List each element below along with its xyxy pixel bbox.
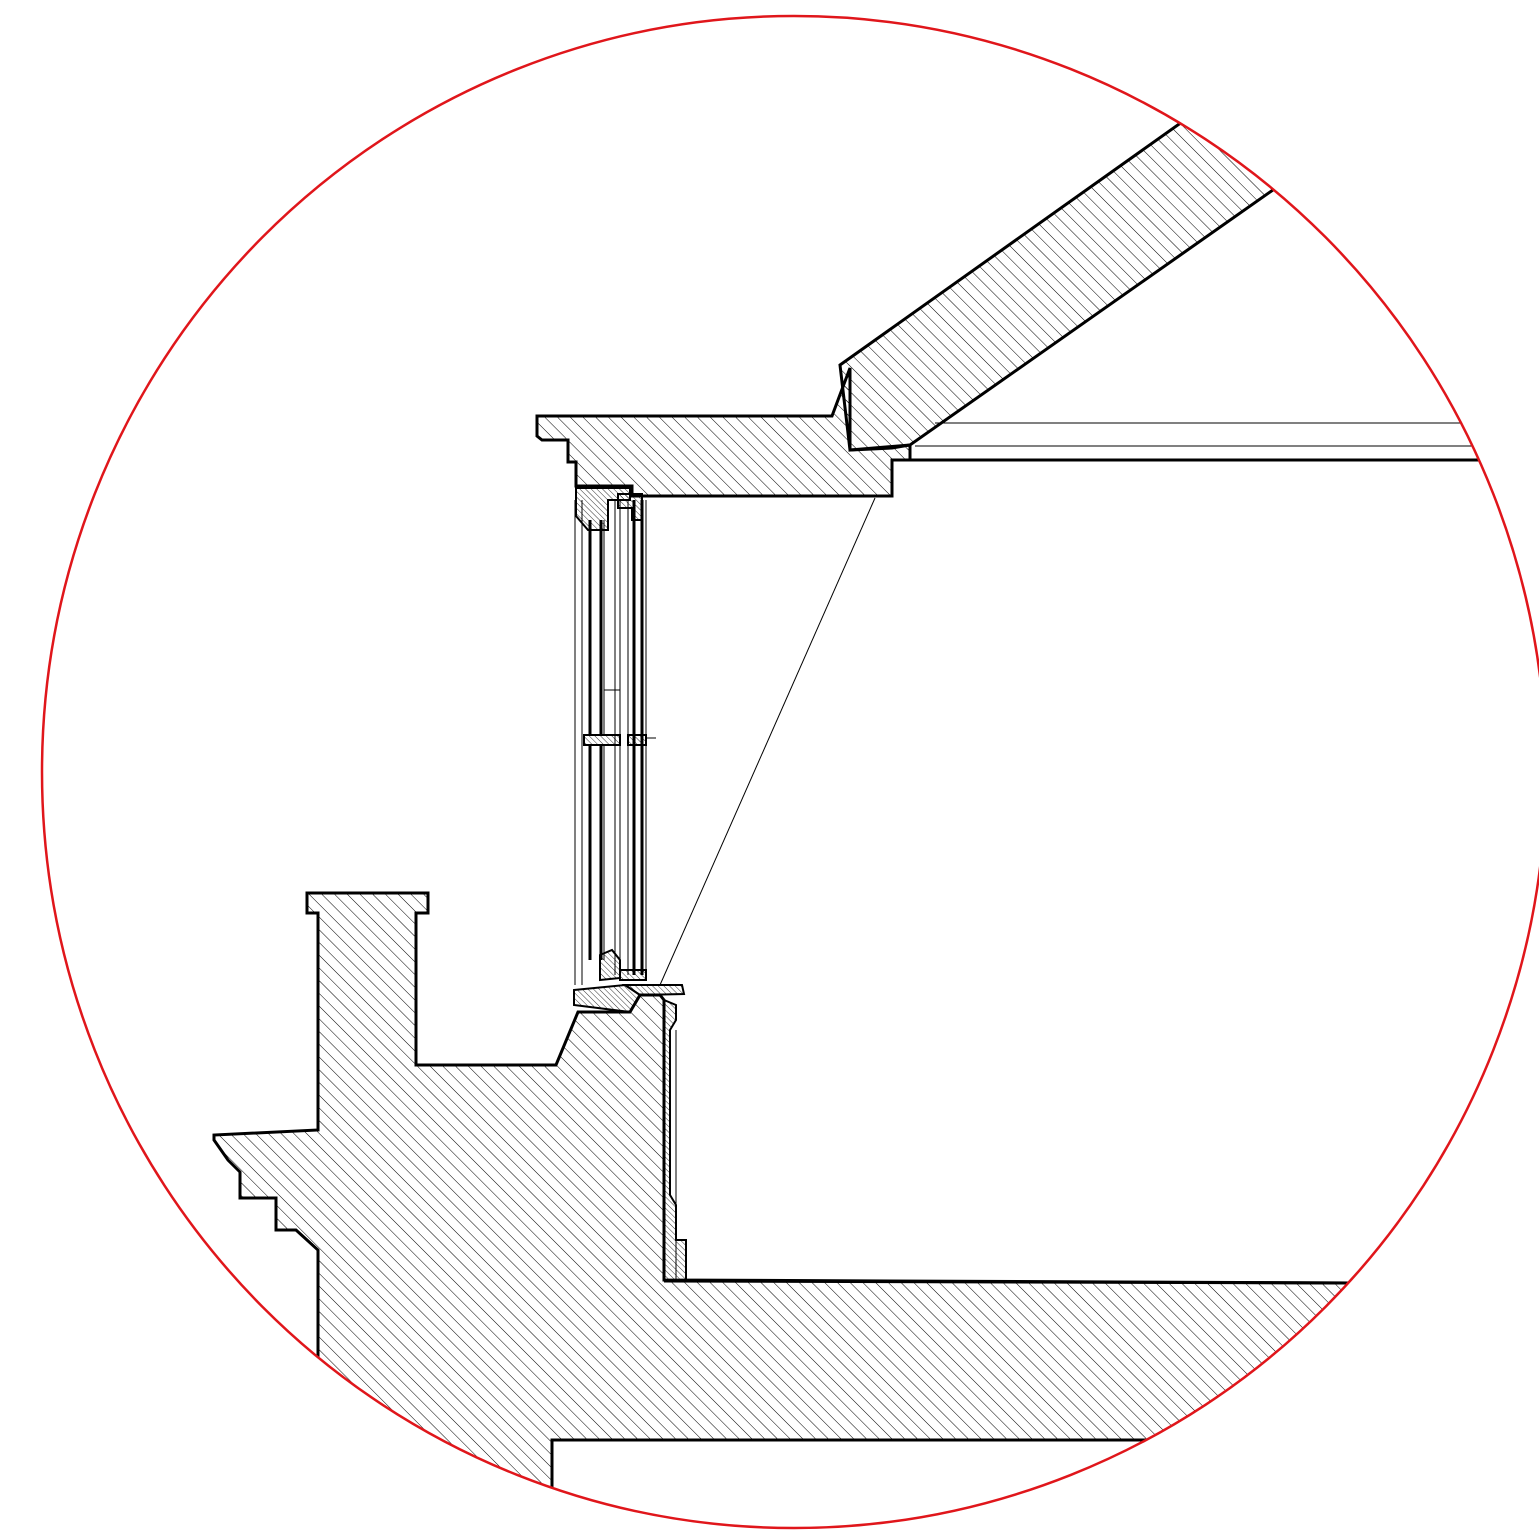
- wall-trim: [663, 998, 687, 1281]
- lower-void: [550, 1438, 1147, 1528]
- sight-line: [659, 497, 876, 986]
- clipped-content: [212, 120, 1500, 1528]
- window-assembly: [573, 487, 686, 1014]
- sill-wall: [212, 891, 1352, 1528]
- roof-rafter: [838, 120, 1293, 452]
- floor-line: [663, 1279, 1351, 1285]
- detail-circle: [40, 14, 1539, 1530]
- ceiling-lines: [909, 422, 1500, 462]
